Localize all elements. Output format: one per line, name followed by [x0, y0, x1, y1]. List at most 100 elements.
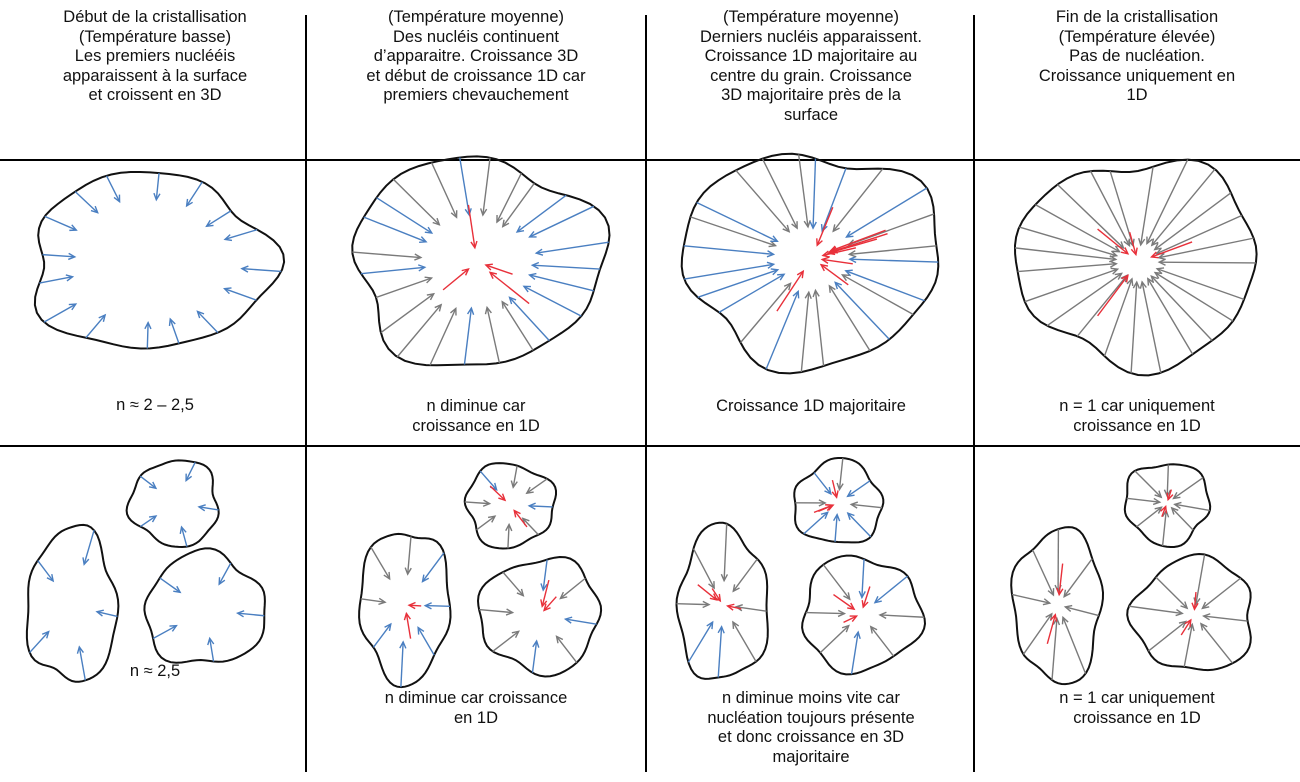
arrow-head	[820, 224, 828, 233]
growth-arrow	[735, 169, 790, 233]
grain-outline	[463, 462, 557, 550]
growth-arrow	[486, 307, 501, 364]
arrow-head	[1150, 251, 1159, 259]
growth-arrow	[186, 181, 203, 207]
arrow-head	[399, 640, 407, 649]
growth-arrow	[1056, 184, 1124, 249]
arrow-head	[173, 585, 182, 594]
grain-outline	[351, 155, 611, 367]
arrow-head	[498, 493, 507, 502]
arrow-head	[832, 224, 840, 233]
grain-outline	[143, 547, 266, 664]
arrow-head	[841, 624, 850, 633]
growth-arrow	[818, 504, 834, 513]
arrow-head	[1170, 506, 1179, 515]
header-line: apparaissent à la surface	[62, 66, 248, 85]
growth-arrow	[1031, 549, 1055, 596]
growth-arrow	[1046, 272, 1123, 327]
arrow-head	[845, 230, 854, 238]
growth-arrow	[1171, 507, 1194, 531]
caption-row1-col4: n = 1 car uniquement croissance en 1D	[987, 397, 1287, 436]
arrow-head	[812, 288, 820, 298]
arrow-head	[153, 192, 161, 202]
growth-arrow	[417, 627, 435, 656]
arrow-head	[482, 499, 492, 507]
arrow-head	[196, 310, 205, 319]
arrow-head	[1132, 280, 1141, 289]
growth-arrow	[1203, 615, 1248, 622]
arrow-head	[725, 603, 735, 611]
arrow-head	[179, 525, 187, 535]
arrow-head	[777, 273, 786, 281]
growth-arrow	[776, 270, 804, 312]
arrow-head	[847, 250, 857, 258]
growth-arrow	[1046, 614, 1057, 644]
header-divider-line	[0, 159, 1300, 161]
arrow-head	[858, 590, 866, 600]
header-line: Pas de nucléation.	[1069, 47, 1205, 66]
arrow-head	[732, 584, 740, 593]
growth-arrow	[218, 562, 232, 585]
growth-arrow	[1161, 506, 1167, 518]
header-line: centre du grain. Croissance	[710, 66, 912, 85]
arrow-head	[505, 608, 515, 616]
growth-arrow	[697, 269, 778, 298]
arrow-head	[1126, 277, 1134, 286]
arrow-head	[1199, 622, 1208, 631]
growth-arrow	[1193, 592, 1197, 610]
arrow-head	[530, 261, 540, 270]
arrow-head	[831, 490, 839, 499]
growth-arrow	[843, 615, 857, 624]
arrow-head	[464, 208, 472, 217]
growth-arrow	[146, 322, 149, 349]
growth-arrow	[861, 559, 865, 598]
arrow-head	[1052, 616, 1061, 626]
arrow-head	[1201, 601, 1210, 610]
growth-arrow	[375, 277, 432, 299]
growth-arrow	[206, 210, 232, 227]
arrow-head	[708, 581, 715, 590]
growth-arrow	[1161, 510, 1167, 547]
grain-outline	[33, 171, 286, 350]
arrow-head	[766, 250, 776, 258]
arrow-head	[824, 486, 832, 496]
growth-arrow	[363, 216, 427, 243]
arrow-head	[1172, 491, 1181, 500]
arrow-head	[770, 268, 780, 276]
arrow-head	[840, 274, 850, 282]
column-divider-3	[973, 15, 975, 772]
arrow-head	[532, 639, 540, 648]
growth-arrow	[805, 611, 845, 615]
growth-arrow	[1017, 263, 1117, 273]
arrow-head	[847, 602, 856, 611]
arrow-head	[828, 245, 838, 253]
growth-arrow	[828, 285, 871, 352]
growth-arrow	[1011, 593, 1050, 604]
grain-outline	[1123, 463, 1212, 548]
growth-arrow	[834, 514, 838, 542]
growth-arrow	[833, 593, 855, 610]
arrow-head	[501, 219, 510, 228]
arrow-head	[434, 303, 443, 312]
arrow-head	[41, 630, 50, 639]
growth-arrow	[1019, 226, 1117, 257]
arrow-head	[144, 320, 152, 330]
arrow-head	[528, 231, 537, 238]
growth-arrow	[529, 205, 595, 238]
growth-arrow	[765, 291, 799, 370]
arrow-head	[384, 622, 392, 632]
arrow-head	[207, 636, 215, 646]
arrow-head	[516, 588, 525, 597]
arrow-head	[834, 281, 843, 290]
arrow-head	[878, 611, 887, 619]
arrow-head	[1063, 604, 1073, 612]
arrow-head	[484, 305, 492, 315]
growth-arrow	[1097, 228, 1129, 255]
arrow-head	[706, 620, 714, 630]
growth-arrow	[761, 158, 798, 229]
caption-row2-col2: n diminue car croissance en 1D	[326, 689, 626, 728]
header-line: (Température élevée)	[1058, 27, 1216, 46]
header-line: Croissance 1D majoritaire au	[704, 47, 918, 66]
header-line: et croissent en 3D	[88, 86, 222, 105]
growth-arrow	[531, 640, 538, 673]
